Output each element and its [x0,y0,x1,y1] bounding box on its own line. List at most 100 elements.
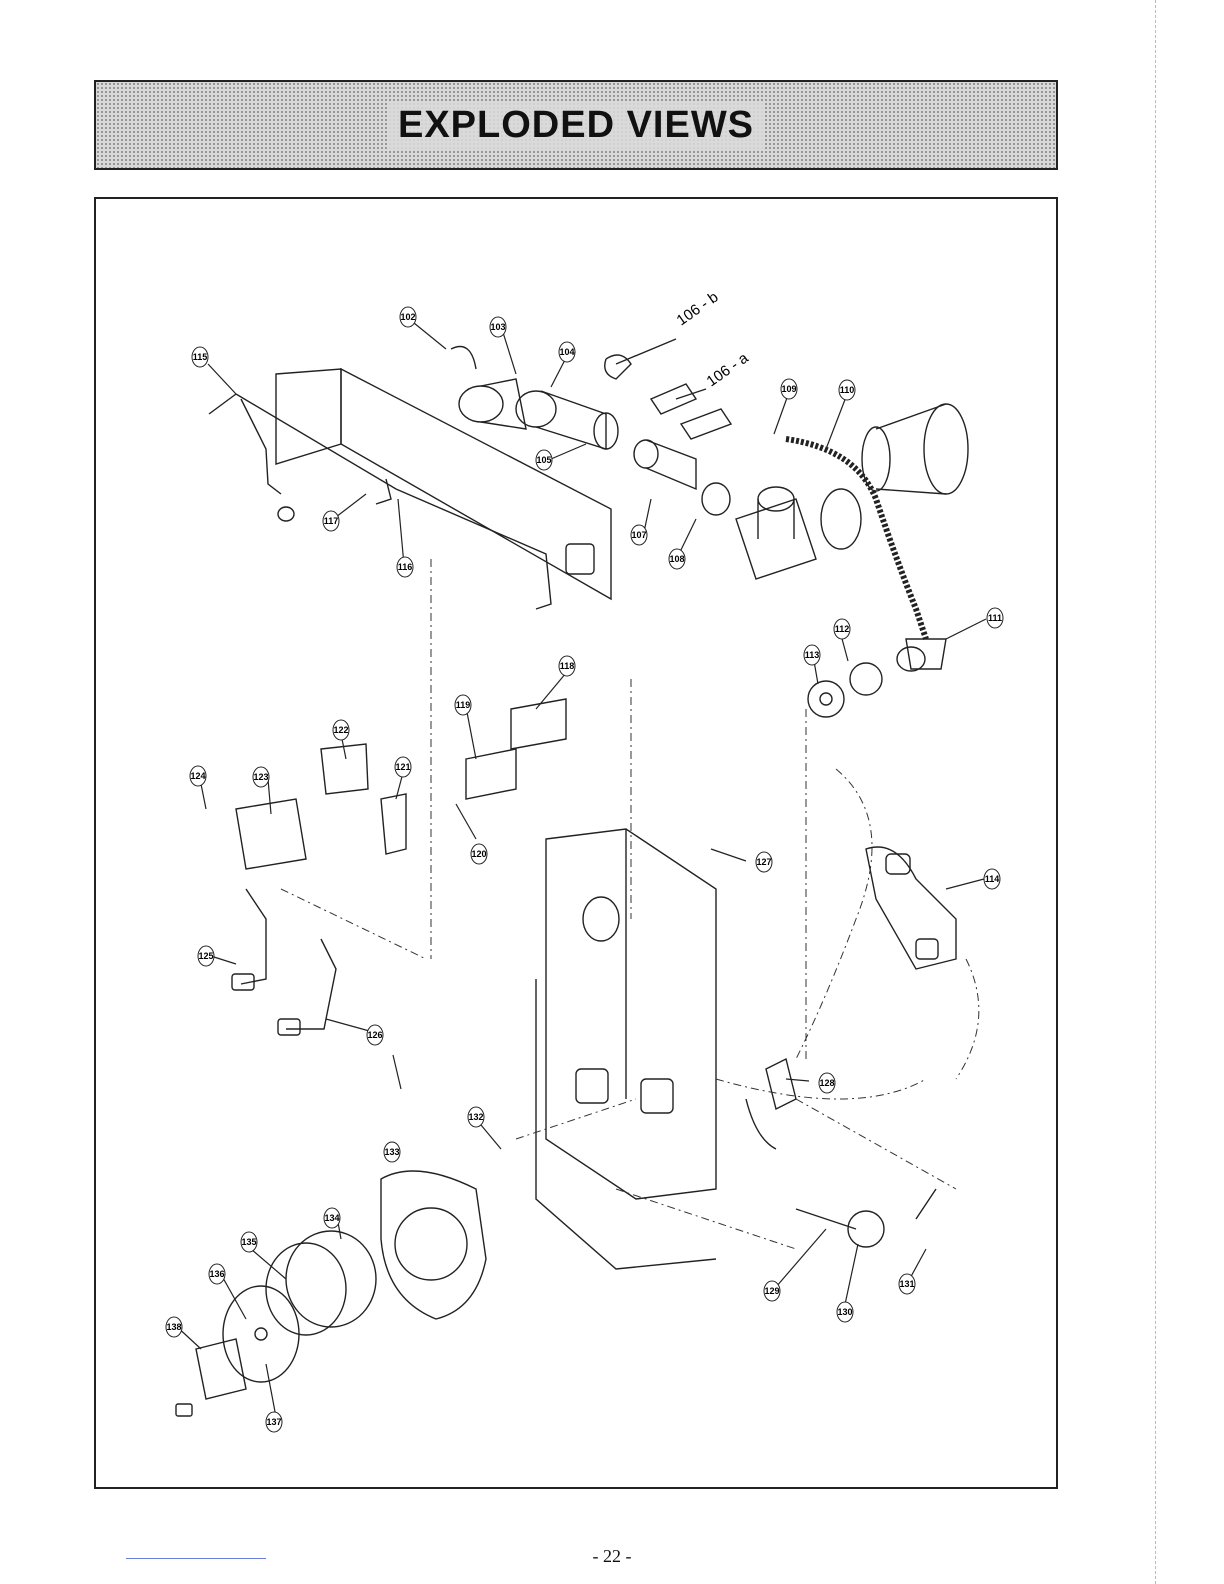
callout-138: 138 [166,1317,182,1337]
callout-115: 115 [192,347,208,367]
fan-impeller [266,1231,376,1335]
pipes-125-126 [232,889,336,1035]
svg-text:132: 132 [468,1112,483,1122]
callout-123: 123 [253,767,269,787]
svg-text:105: 105 [536,455,551,465]
svg-text:118: 118 [560,661,575,671]
svg-text:109: 109 [781,384,796,394]
svg-text:124: 124 [190,771,205,781]
svg-text:135: 135 [241,1237,256,1247]
svg-text:123: 123 [253,772,268,782]
exploded-view-diagram: 115 102 103 104 105 107 108 109 110 111 … [94,197,1058,1489]
svg-text:103: 103 [490,322,505,332]
svg-text:126: 126 [367,1030,382,1040]
callout-127: 127 [756,852,772,872]
callout-134: 134 [324,1208,340,1228]
callout-109: 109 [781,379,797,399]
svg-text:122: 122 [333,725,348,735]
callout-112: 112 [834,619,850,639]
page-number: - 22 - [0,1546,1224,1567]
callout-126: 126 [367,1025,383,1045]
svg-text:134: 134 [324,1213,339,1223]
callout-108: 108 [669,549,685,569]
svg-text:130: 130 [837,1307,852,1317]
ignitor-assembly [746,1059,936,1247]
ref-label-106a: 106 - a [704,349,753,390]
exploded-view-drawing: 115 102 103 104 105 107 108 109 110 111 … [96,199,1056,1487]
fan-motor [176,1339,246,1416]
main-chassis [536,829,716,1269]
hose-elbow [897,639,946,671]
svg-text:112: 112 [835,624,850,634]
callout-120: 120 [471,844,487,864]
svg-text:104: 104 [559,347,574,357]
svg-text:121: 121 [395,762,410,772]
callout-125: 125 [198,946,214,966]
callout-111: 111 [987,608,1003,628]
callout-131: 131 [899,1274,915,1294]
callout-110: 110 [839,380,855,400]
callout-136: 136 [209,1264,225,1284]
svg-text:113: 113 [805,650,820,660]
svg-text:133: 133 [384,1147,399,1157]
svg-text:108: 108 [669,554,684,564]
callout-122: 122 [333,720,349,740]
margin-rule [1155,0,1156,1584]
svg-text:110: 110 [840,385,855,395]
svg-text:127: 127 [756,857,771,867]
callout-105: 105 [536,450,552,470]
callout-135: 135 [241,1232,257,1252]
svg-text:107: 107 [631,530,646,540]
svg-text:138: 138 [166,1322,181,1332]
callout-121: 121 [395,757,411,777]
flue-connector [451,347,618,450]
manifold-bracket [466,699,566,799]
gas-valve [236,744,406,869]
callout-102: 102 [400,307,416,327]
svg-text:111: 111 [988,613,1002,623]
back-panel-top [276,369,611,599]
callout-119: 119 [455,695,471,715]
callout-bubbles: 115 102 103 104 105 107 108 109 110 111 … [166,307,1003,1432]
ref-label-leaders [616,339,706,399]
svg-text:115: 115 [193,352,208,362]
footnote-rule [126,1558,266,1559]
svg-text:114: 114 [985,874,1000,884]
callout-128: 128 [819,1073,835,1093]
motor-plate [223,1286,299,1382]
svg-text:119: 119 [456,700,471,710]
svg-text:137: 137 [266,1417,281,1427]
callout-129: 129 [764,1281,780,1301]
air-intake [862,404,968,494]
svg-text:125: 125 [198,951,213,961]
callout-116: 116 [397,557,413,577]
bracket-114 [866,847,956,969]
callout-113: 113 [804,645,820,665]
callout-104: 104 [559,342,575,362]
callout-103: 103 [490,317,506,337]
svg-text:120: 120 [471,849,486,859]
callout-118: 118 [559,656,575,676]
fan-housing [381,1171,486,1319]
svg-text:131: 131 [899,1279,914,1289]
callout-114: 114 [984,869,1000,889]
svg-text:102: 102 [400,312,415,322]
svg-text:116: 116 [398,562,413,572]
tubes-107-108 [634,440,730,515]
svg-text:129: 129 [764,1286,779,1296]
svg-text:117: 117 [324,516,339,526]
gaskets-112-113 [808,663,882,717]
svg-text:136: 136 [209,1269,224,1279]
svg-text:128: 128 [819,1078,834,1088]
page-title: EXPLODED VIEWS [388,102,764,149]
gas-pipe-assembly [209,394,551,609]
leader-lines [174,323,986,1417]
callout-107: 107 [631,525,647,545]
header-banner: EXPLODED VIEWS [94,80,1058,170]
valve-body-109 [736,487,861,579]
ref-label-106b: 106 - b [674,289,722,330]
callout-133: 133 [384,1142,400,1162]
clamps-106 [605,355,731,439]
callout-137: 137 [266,1412,282,1432]
callout-132: 132 [468,1107,484,1127]
